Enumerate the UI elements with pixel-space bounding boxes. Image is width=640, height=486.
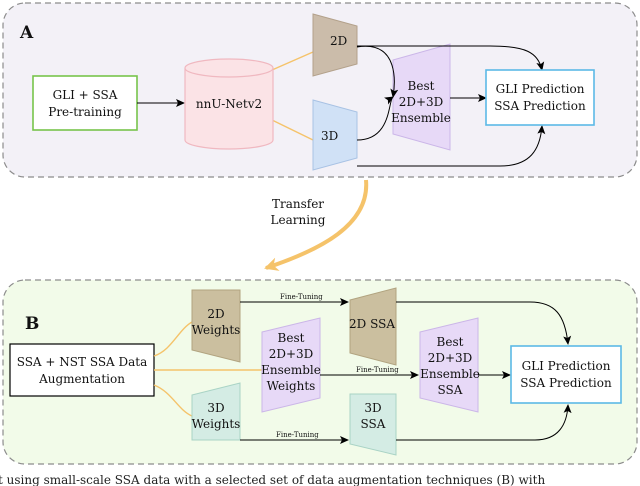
caption-fragment: t using small-scale SSA data with a sele… xyxy=(0,473,545,486)
ensemble-ssa-shape xyxy=(419,317,479,413)
model-2d-label: 2D xyxy=(330,34,347,48)
model-3d-shape xyxy=(312,99,358,171)
panel-b-letter: B xyxy=(25,314,39,334)
ssa-2d-shape xyxy=(349,287,397,366)
pretraining-line-2: Pre-training xyxy=(48,105,122,119)
prediction-b-line-1: GLI Prediction xyxy=(522,359,611,373)
weights-2d-line-2: Weights xyxy=(192,323,241,337)
model-3d-to-prediction-arrow xyxy=(357,125,546,167)
ssa-3d-line-1: 3D xyxy=(364,401,381,415)
model-2d-to-prediction-arrow xyxy=(357,45,545,71)
ensemble-weights-shape xyxy=(261,317,321,413)
ssa-2d-to-prediction-arrow xyxy=(396,301,572,345)
prediction-a-line-2: SSA Prediction xyxy=(494,99,586,113)
ensemble-ssa-line-1: Best xyxy=(437,335,464,349)
data-to-3d-weights xyxy=(153,384,193,417)
panel-b: B SSA + NST SSA Data Augmentation 2D Wei… xyxy=(2,279,638,465)
ensemble-a-line-2: 2D+3D xyxy=(399,95,444,109)
ssa-3d-line-2: SSA xyxy=(361,417,386,431)
pretraining-line-1: GLI + SSA xyxy=(53,88,118,102)
prediction-b-line-2: SSA Prediction xyxy=(520,376,612,390)
ensemble-weights-line-4: Weights xyxy=(267,379,316,393)
ssa-2d-label: 2D SSA xyxy=(349,317,395,331)
ssa-3d-to-prediction-arrow xyxy=(396,404,572,441)
ensemble-weights-line-2: 2D+3D xyxy=(269,347,314,361)
cylinder-to-2d-connector xyxy=(271,51,314,71)
ensemble-ssa-line-2: 2D+3D xyxy=(428,351,473,365)
weights-3d-line-1: 3D xyxy=(207,401,224,415)
ensemble-a-line-3: Ensemble xyxy=(391,111,451,125)
ensemble-a-shape xyxy=(392,43,451,151)
fine-tuning-ensemble-label: Fine-Tuning xyxy=(356,366,399,374)
data-box xyxy=(9,343,155,397)
transfer-line-2: Learning xyxy=(271,213,326,227)
transfer-learning: Transfer Learning xyxy=(264,179,369,271)
prediction-box-a xyxy=(485,69,595,126)
data-box-line-2: Augmentation xyxy=(38,372,125,386)
ensemble-weights-line-1: Best xyxy=(278,331,305,345)
nnunet-cylinder: nnU-Netv2 xyxy=(184,58,274,150)
model-2d-shape xyxy=(312,13,358,77)
transfer-line-1: Transfer xyxy=(272,197,324,211)
weights-2d-shape xyxy=(191,289,241,363)
ssa-3d-shape xyxy=(349,393,397,456)
cylinder-to-3d-connector xyxy=(271,119,314,141)
weights-3d-line-2: Weights xyxy=(192,417,241,431)
prediction-a-line-1: GLI Prediction xyxy=(496,82,585,96)
panel-a-letter: A xyxy=(19,23,34,43)
ensemble-ssa-line-4: SSA xyxy=(438,383,463,397)
fine-tuning-3d-label: Fine-Tuning xyxy=(276,431,319,439)
transfer-arrow xyxy=(264,179,369,271)
model-3d-to-ensemble-arrow xyxy=(356,96,394,141)
ensemble-ssa-line-3: Ensemble xyxy=(420,367,480,381)
data-to-2d-weights xyxy=(153,321,193,357)
model-2d-to-ensemble-arrow xyxy=(356,45,399,98)
data-box-line-1: SSA + NST SSA Data xyxy=(17,355,148,369)
ensemble-weights-line-3: Ensemble xyxy=(261,363,321,377)
prediction-box-b xyxy=(510,345,622,404)
panel-a: A GLI + SSA Pre-training nnU-Netv2 2D 3D… xyxy=(2,2,638,178)
model-3d-label: 3D xyxy=(321,129,338,143)
pretraining-box xyxy=(32,75,138,131)
weights-2d-line-1: 2D xyxy=(207,307,224,321)
ensemble-a-line-1: Best xyxy=(408,79,435,93)
fine-tuning-2d-label: Fine-Tuning xyxy=(280,293,323,301)
cylinder-label: nnU-Netv2 xyxy=(196,97,262,111)
